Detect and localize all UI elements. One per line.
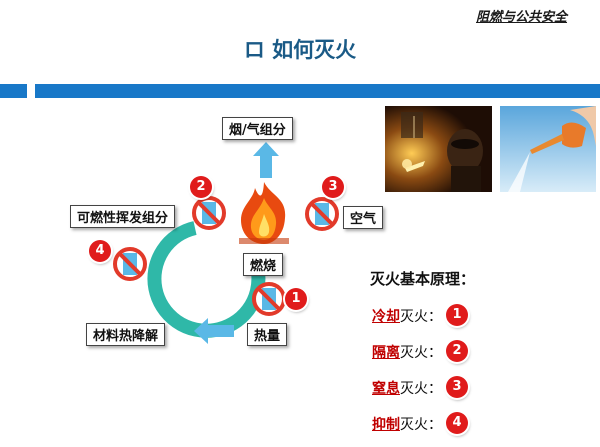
principle-row: 隔离灭火： 2 — [372, 340, 468, 366]
heat-label: 热量 — [247, 323, 288, 346]
no-entry-sign-icon — [113, 247, 147, 281]
watering-photo — [500, 106, 596, 192]
badge-2: 2 — [190, 176, 212, 198]
principle-suffix: 灭火： — [400, 381, 442, 397]
header-band-gap — [27, 84, 35, 98]
smoke-label: 烟/气组分 — [222, 117, 293, 140]
principle-row: 抑制灭火： 4 — [372, 412, 468, 438]
principle-badge: 1 — [446, 304, 468, 326]
header-title: 阻燃与公共安全 — [476, 10, 568, 25]
lighter-photo — [385, 106, 492, 192]
principles-title: 灭火基本原理： — [370, 270, 476, 288]
principle-badge: 2 — [446, 340, 468, 362]
principle-name: 抑制 — [372, 417, 400, 433]
principle-row: 窒息灭火： 3 — [372, 376, 468, 402]
up-arrow-icon — [253, 142, 279, 178]
volatile-label: 可燃性挥发组分 — [70, 205, 176, 228]
principle-suffix: 灭火： — [400, 345, 442, 361]
air-label: 空气 — [343, 206, 384, 229]
badge-1: 1 — [285, 288, 307, 310]
principle-name: 窒息 — [372, 381, 400, 397]
principle-suffix: 灭火： — [400, 309, 442, 325]
header-band — [0, 84, 600, 98]
principle-badge: 3 — [446, 376, 468, 398]
left-arrow-icon — [194, 318, 234, 344]
slide-title: ロ 如何灭火 — [243, 38, 357, 62]
principle-row: 冷却灭火： 1 — [372, 304, 468, 330]
burning-label: 燃烧 — [243, 253, 284, 276]
no-entry-sign-icon — [305, 197, 339, 231]
no-entry-sign-icon — [192, 196, 226, 230]
badge-4: 4 — [89, 240, 111, 262]
principle-name: 冷却 — [372, 309, 400, 325]
badge-3: 3 — [322, 176, 344, 198]
principle-badge: 4 — [446, 412, 468, 434]
no-entry-sign-icon — [252, 282, 286, 316]
fire-icon — [239, 182, 289, 244]
principle-suffix: 灭火： — [400, 417, 442, 433]
pyrolysis-label: 材料热降解 — [86, 323, 166, 346]
principle-name: 隔离 — [372, 345, 400, 361]
